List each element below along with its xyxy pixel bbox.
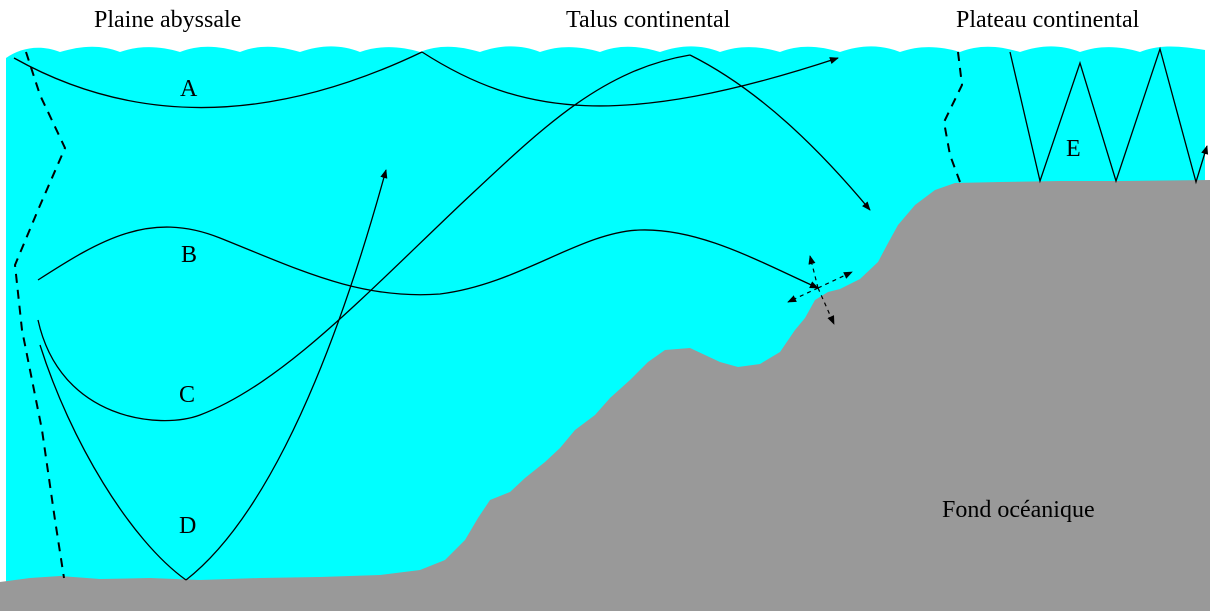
ray-d-path-up bbox=[185, 169, 388, 581]
label-abyssal-plain: Plaine abyssale bbox=[94, 7, 241, 33]
label-ray-d: D bbox=[179, 513, 196, 539]
label-ray-b: B bbox=[181, 242, 197, 268]
ray-a-path bbox=[13, 51, 423, 109]
label-ray-e: E bbox=[1066, 136, 1081, 162]
sound-speed-profile-shelf bbox=[942, 51, 964, 183]
ray-d-path bbox=[39, 344, 187, 581]
ray-b-path bbox=[37, 226, 819, 296]
label-continental-slope: Talus continental bbox=[566, 7, 731, 33]
label-continental-shelf: Plateau continental bbox=[956, 7, 1140, 33]
sound-speed-profile-deep bbox=[13, 51, 67, 579]
ray-c-path-continued bbox=[689, 54, 871, 211]
scatter-arrows bbox=[787, 255, 853, 325]
ray-c-path bbox=[37, 54, 691, 422]
ray-a-path-continued bbox=[421, 51, 839, 107]
label-ocean-floor: Fond océanique bbox=[942, 497, 1095, 523]
label-ray-c: C bbox=[179, 382, 195, 408]
ray-e-path bbox=[1009, 46, 1209, 185]
label-ray-a: A bbox=[180, 76, 198, 102]
ocean-floor-shape bbox=[0, 180, 1210, 611]
